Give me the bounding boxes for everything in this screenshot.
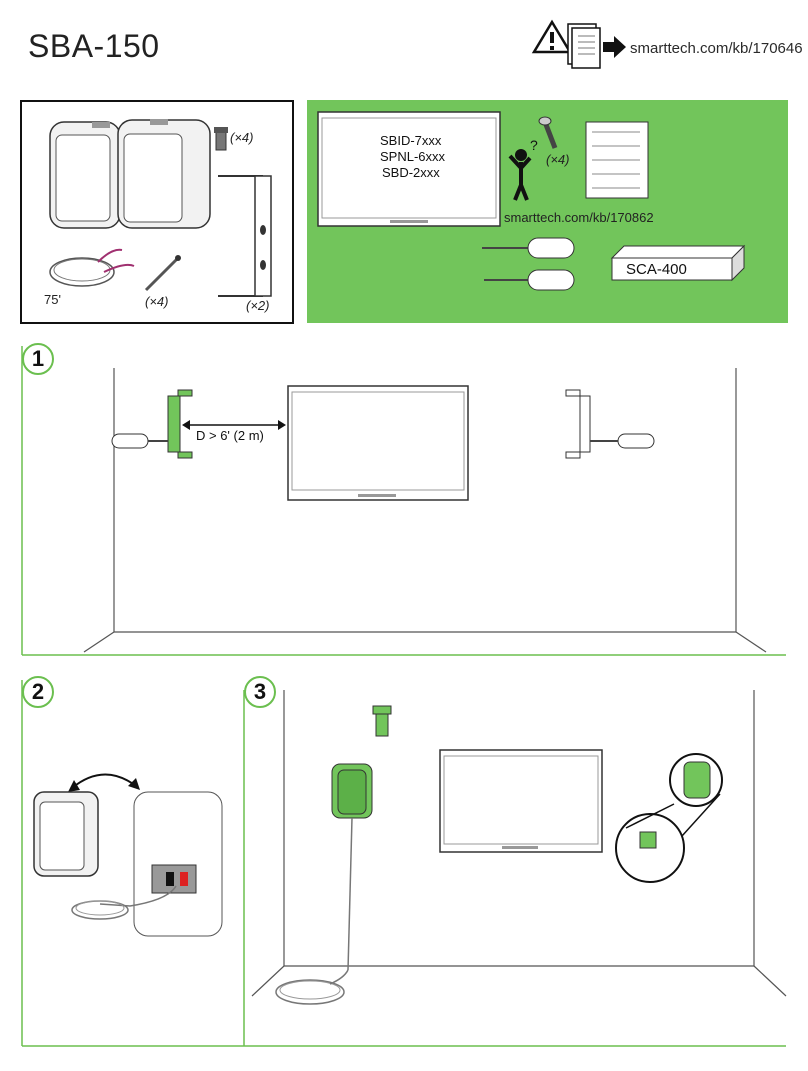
model-sbd: SBD-2xxx	[382, 165, 440, 180]
bolt-quantity: (×4)	[230, 130, 254, 145]
bolt-image	[214, 127, 228, 151]
swap-arrow	[68, 773, 140, 792]
step1-room	[21, 346, 786, 656]
bracket-image	[218, 175, 272, 297]
package-contents-box	[20, 100, 294, 324]
step-1-badge: 1	[22, 343, 54, 375]
distance-arrow	[182, 420, 286, 430]
arrow-right-icon	[603, 36, 626, 58]
speaker-back-panel	[133, 791, 223, 937]
step3-bolt	[372, 705, 392, 737]
requirements-kb-link[interactable]: smarttech.com/kb/170862	[504, 210, 654, 225]
model-spnl: SPNL-6xxx	[380, 149, 446, 164]
adapter-label: SCA-400	[626, 261, 687, 278]
screw-quantity: (×4)	[145, 294, 169, 309]
warning-icon	[531, 19, 573, 54]
kb-link[interactable]: smarttech.com/kb/170646	[630, 40, 803, 57]
model-sbid: SBID-7xxx	[380, 133, 442, 148]
step3-cable-coil	[275, 969, 349, 1005]
document-icon	[567, 23, 601, 69]
step1-display	[287, 385, 469, 501]
long-screw-quantity: (×4)	[546, 152, 570, 167]
step2-speaker	[33, 791, 99, 877]
step1-right-bracket	[565, 389, 655, 459]
step3-speaker	[331, 763, 373, 971]
distance-label: D > 6' (2 m)	[196, 428, 264, 443]
screw-image	[144, 255, 181, 292]
step3-room	[251, 690, 787, 997]
cable-coil-image	[49, 248, 135, 287]
step3-display	[439, 749, 603, 853]
detail-callout	[615, 753, 723, 883]
step2-panel	[21, 680, 786, 1047]
step-3-badge: 3	[244, 676, 276, 708]
step-2-badge: 2	[22, 676, 54, 708]
cable-length: 75'	[44, 292, 61, 307]
bracket-quantity: (×2)	[246, 298, 270, 313]
speaker-pair-image	[49, 119, 211, 229]
page-title: SBA-150	[28, 28, 160, 64]
step1-left-bracket	[111, 389, 193, 459]
step2-cable	[71, 885, 177, 920]
